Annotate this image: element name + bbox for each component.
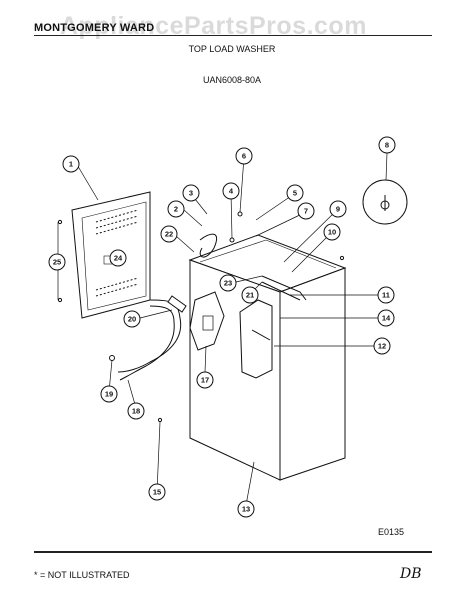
screw <box>339 255 345 261</box>
callout-19: 19 <box>100 385 118 403</box>
svg-text:4: 4 <box>229 187 234 196</box>
callout-9: 9 <box>329 200 347 218</box>
appliance-title: TOP LOAD WASHER <box>188 44 276 54</box>
handwritten-initials: DB <box>400 566 422 582</box>
svg-text:8: 8 <box>385 141 389 150</box>
callout-8: 8 <box>378 136 396 154</box>
svg-text:7: 7 <box>304 207 308 216</box>
svg-text:11: 11 <box>382 291 390 300</box>
svg-text:9: 9 <box>336 205 340 214</box>
svg-text:20: 20 <box>128 315 136 324</box>
callout-20: 20 <box>123 310 141 328</box>
callout-6: 6 <box>235 147 253 165</box>
callout-3: 3 <box>182 184 200 202</box>
callout-7: 7 <box>297 202 315 220</box>
callout-5: 5 <box>286 184 304 202</box>
callout-4: 4 <box>222 182 240 200</box>
screw <box>57 297 63 303</box>
svg-text:12: 12 <box>378 342 386 351</box>
svg-text:21: 21 <box>246 291 254 300</box>
callout-14: 14 <box>377 309 395 327</box>
callout-2: 2 <box>167 200 185 218</box>
callout-18: 18 <box>127 402 145 420</box>
svg-text:17: 17 <box>201 376 209 385</box>
svg-text:22: 22 <box>165 230 173 239</box>
svg-text:23: 23 <box>224 279 232 288</box>
agitator-cap <box>362 179 408 225</box>
svg-text:14: 14 <box>382 314 391 323</box>
callout-1: 1 <box>62 155 80 173</box>
screw <box>237 211 243 217</box>
not-illustrated-note: * = NOT ILLUSTRATED <box>34 570 130 580</box>
callout-12: 12 <box>373 337 391 355</box>
callout-11: 11 <box>377 286 395 304</box>
svg-text:6: 6 <box>242 152 246 161</box>
callout-24: 24 <box>109 249 127 267</box>
header-rule <box>34 35 432 36</box>
svg-text:1: 1 <box>69 160 73 169</box>
svg-text:10: 10 <box>328 228 336 237</box>
callout-15: 15 <box>148 483 166 501</box>
internal-assembly <box>239 275 307 379</box>
screw <box>229 237 235 243</box>
svg-text:5: 5 <box>293 189 297 198</box>
footer-rule <box>34 551 432 553</box>
screw <box>57 219 63 225</box>
model-number: UAN6008-80A <box>202 75 262 85</box>
callout-25: 25 <box>48 253 66 271</box>
diagram-code: E0135 <box>378 527 405 537</box>
inlet-hoses <box>117 295 187 381</box>
svg-text:2: 2 <box>174 205 178 214</box>
svg-text:19: 19 <box>105 390 113 399</box>
svg-text:15: 15 <box>153 488 161 497</box>
screw <box>157 417 163 423</box>
callout-22: 22 <box>160 225 178 243</box>
callout-23: 23 <box>219 274 237 292</box>
svg-text:18: 18 <box>132 407 140 416</box>
wire-harness <box>199 233 218 258</box>
water-valve <box>189 291 225 351</box>
svg-text:24: 24 <box>114 254 123 263</box>
svg-text:13: 13 <box>242 505 250 514</box>
leader-lines <box>57 152 388 506</box>
cabinet <box>188 234 347 481</box>
hose-washer <box>109 355 115 361</box>
svg-text:25: 25 <box>53 258 61 267</box>
brand-name: MONTGOMERY WARD <box>34 22 155 34</box>
callout-10: 10 <box>323 223 341 241</box>
callout-13: 13 <box>237 500 255 518</box>
callout-21: 21 <box>241 286 259 304</box>
svg-text:3: 3 <box>189 189 193 198</box>
callout-17: 17 <box>196 371 214 389</box>
